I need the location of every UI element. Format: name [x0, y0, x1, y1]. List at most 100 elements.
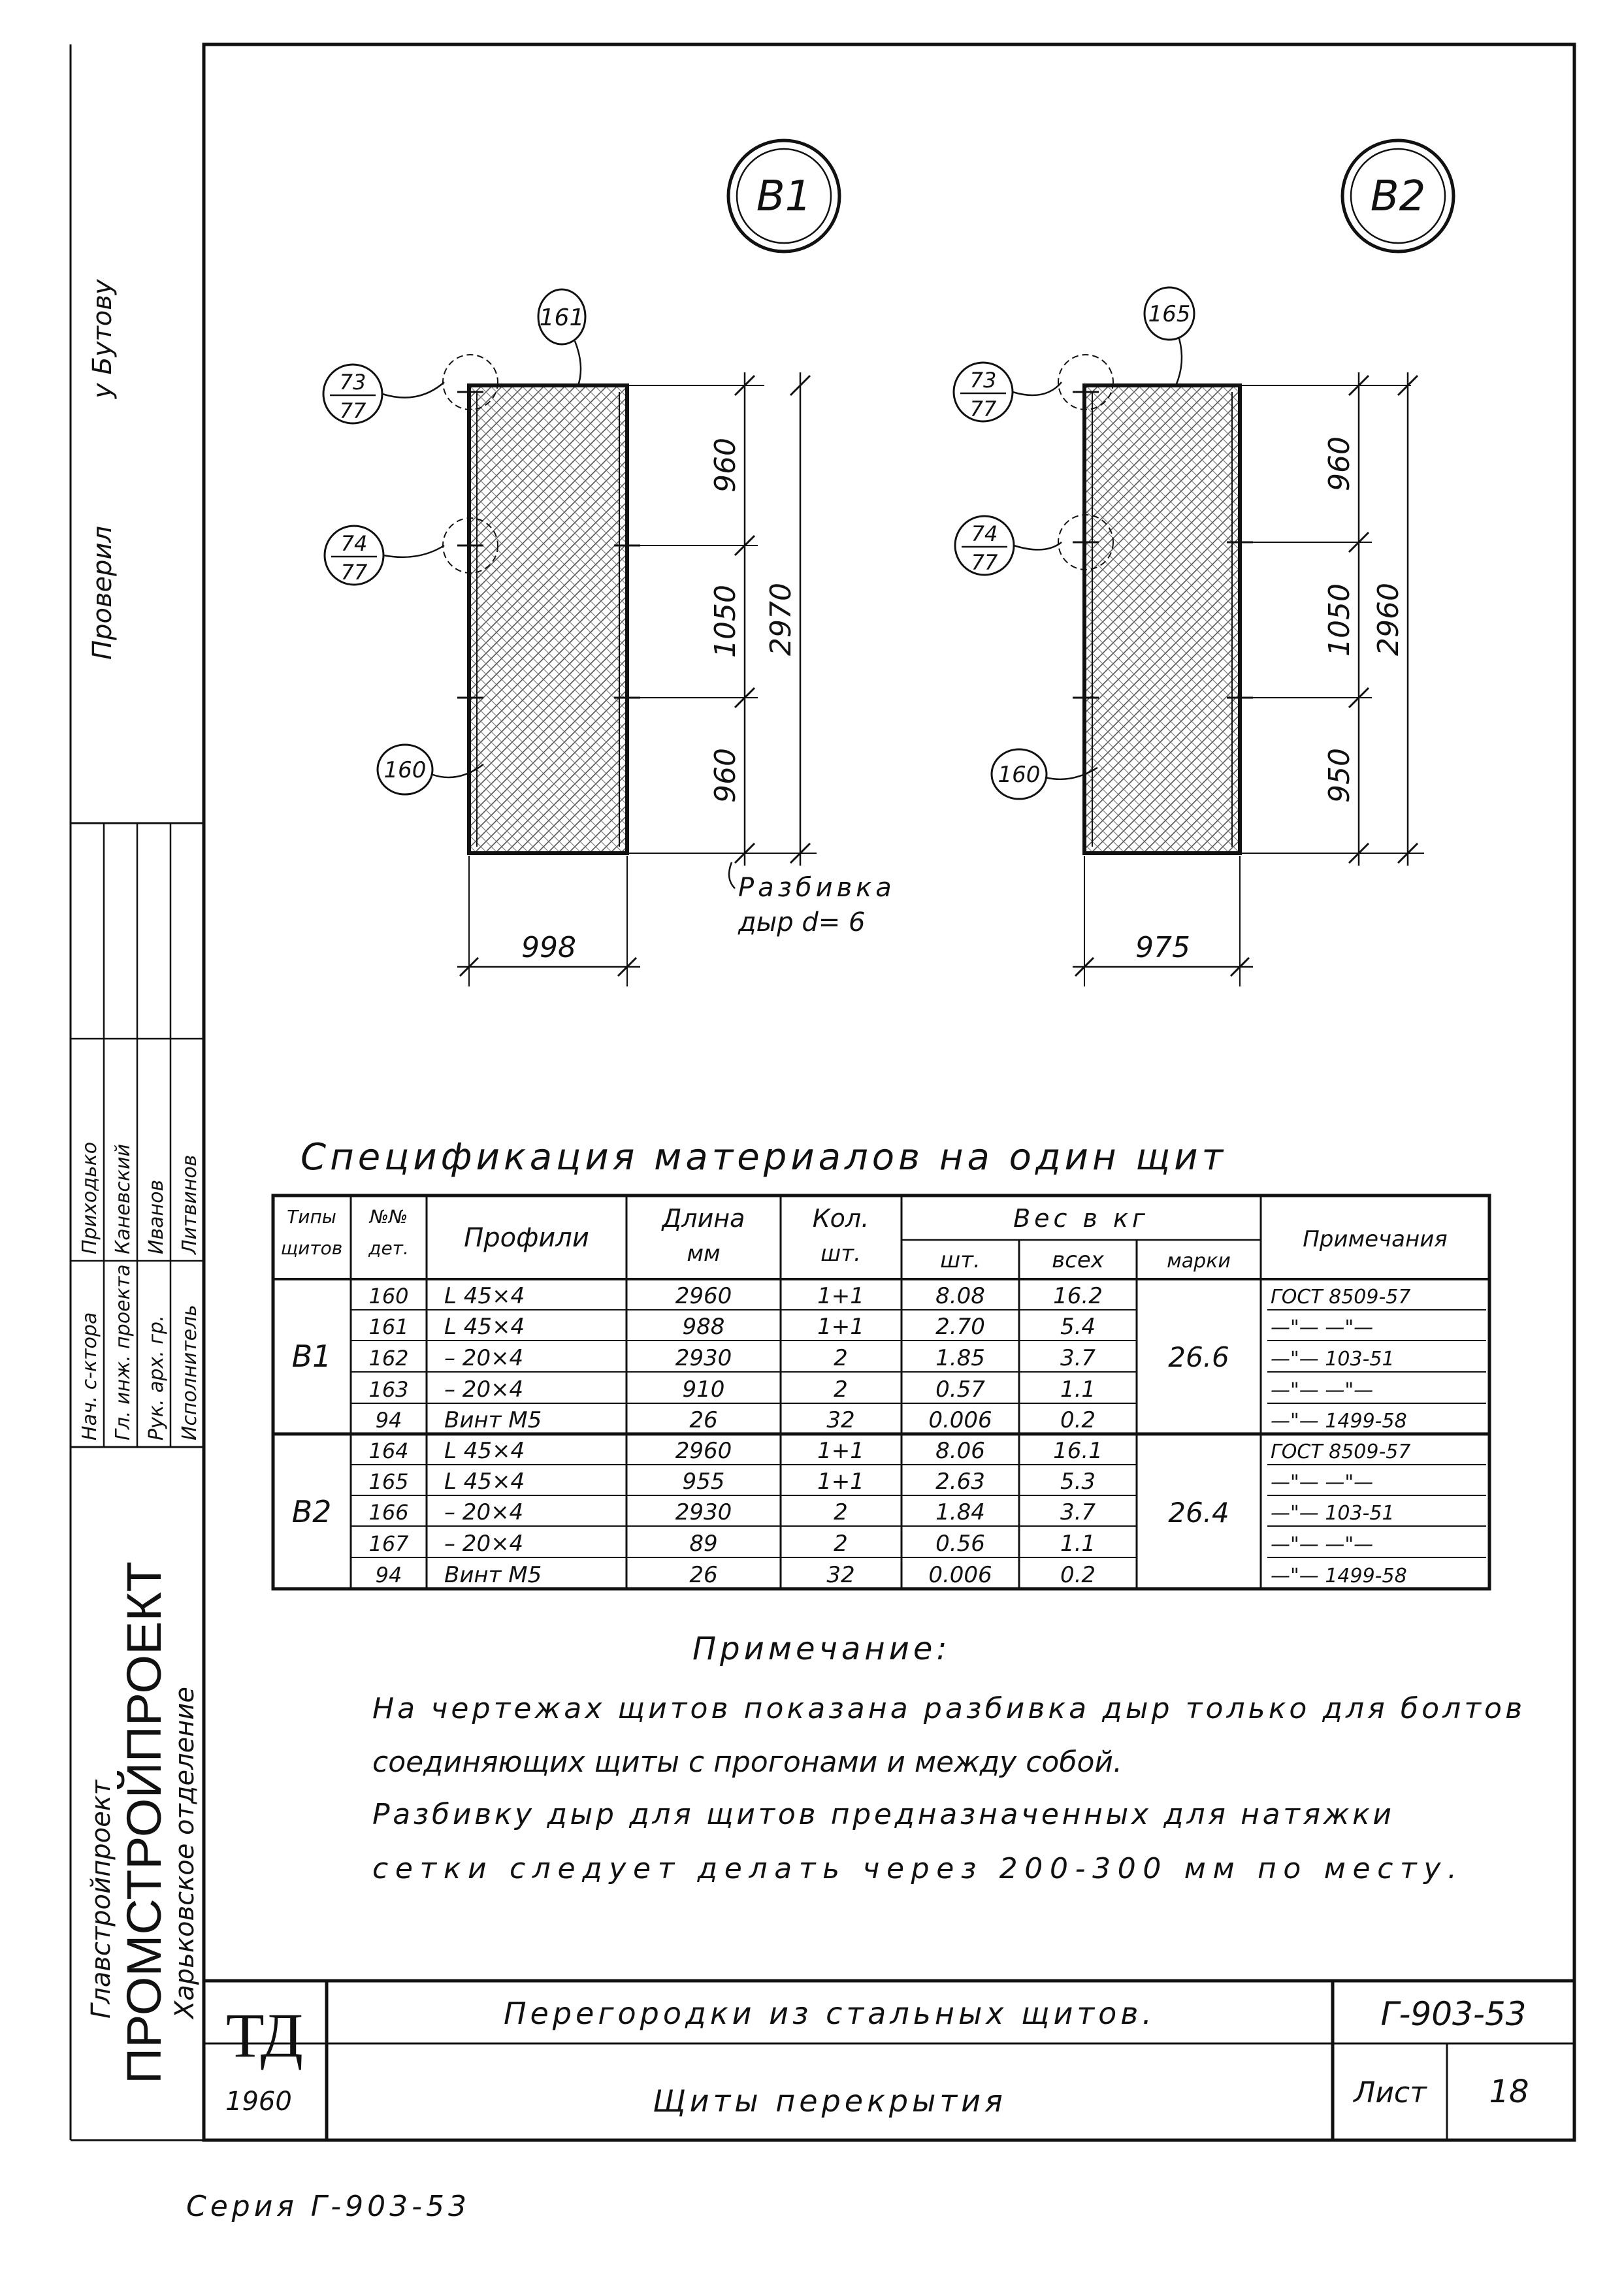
- node-callout-b1-middle-num: 74: [341, 531, 368, 556]
- header-weight-mark: марки: [1167, 1250, 1231, 1273]
- cell-b1-r1-wall: 16.2: [1053, 1283, 1103, 1309]
- cell-b1-r1-qty: 1+1: [817, 1283, 864, 1309]
- part-callout-161: 161: [540, 304, 585, 331]
- node-callout-b2-upper-num: 73: [970, 368, 997, 393]
- header-type-2: щитов: [281, 1237, 343, 1259]
- header-weight: Вес в кг: [1013, 1204, 1149, 1233]
- signature-role-3: Рук. арх. гр.: [145, 1315, 168, 1440]
- cell-b2-r4-profile: – 20×4: [444, 1531, 523, 1557]
- cell-b1-r3-profile: – 20×4: [444, 1345, 523, 1371]
- dim-b2-width: 975: [1135, 931, 1190, 964]
- node-callout-b2-middle-num: 74: [971, 521, 998, 546]
- cell-b1-r5-profile: Винт М5: [444, 1407, 542, 1433]
- cell-b1-r3-length: 2930: [675, 1345, 732, 1371]
- cell-b2-r5-profile: Винт М5: [444, 1562, 542, 1588]
- cell-b1-r4-wpiece: 0.57: [935, 1376, 985, 1403]
- group-type-b2: В2: [292, 1494, 332, 1529]
- cell-b2-r1-wall: 16.1: [1053, 1438, 1103, 1464]
- header-weight-piece: шт.: [940, 1247, 981, 1273]
- panel-drawing-b2: В2 165 73 77 74 77 160: [952, 138, 1455, 986]
- cell-b2-r2-qty: 1+1: [817, 1469, 864, 1495]
- header-length-2: мм: [687, 1241, 720, 1267]
- header-qty-2: шт.: [820, 1241, 861, 1267]
- dim-b1-width: 998: [521, 931, 576, 964]
- cell-b2-r5-length: 26: [689, 1562, 717, 1588]
- title-block: ТД 1960 Перегородки из стальных щитов. Щ…: [204, 1979, 1574, 2140]
- ministry-name: Главстройпроект: [86, 1779, 116, 2019]
- cell-b1-r2-qty: 1+1: [817, 1314, 864, 1340]
- dim-b2-total: 2960: [1372, 583, 1405, 656]
- note-line-4: сетки следует делать через 200-300 мм по…: [372, 1852, 1457, 1885]
- cell-b1-r5-length: 26: [689, 1407, 717, 1433]
- cell-b1-r4-profile: – 20×4: [444, 1376, 523, 1403]
- part-callout-160-b1: 160: [384, 757, 427, 783]
- approval-stamp: Нач. с-ктора Приходько Гл. инж. проекта …: [69, 822, 205, 1448]
- note-line-3: Разбивку дыр для щитов предназначенных д…: [372, 1798, 1391, 1831]
- cell-b2-r1-no: 164: [368, 1439, 408, 1463]
- cell-b2-r2-wpiece: 2.63: [935, 1469, 985, 1495]
- panel-mark-b2: В2: [1371, 172, 1426, 221]
- header-weight-all: всех: [1052, 1247, 1105, 1273]
- cell-b2-r2-no: 165: [368, 1469, 408, 1494]
- dim-b1-middle: 1050: [709, 585, 742, 658]
- header-type-1: Типы: [287, 1206, 336, 1228]
- cell-b1-r5-wall: 0.2: [1060, 1407, 1096, 1433]
- cell-b1-r2-wall: 5.4: [1060, 1314, 1096, 1340]
- cell-b2-r2-profile: L 45×4: [444, 1469, 525, 1495]
- signature-name-3: Иванов: [145, 1180, 168, 1254]
- spec-title: Спецификация материалов на один щит: [300, 1136, 1227, 1179]
- cell-b1-r4-length: 910: [683, 1376, 725, 1403]
- dim-b2-bottom: 950: [1323, 748, 1356, 803]
- cell-b1-r3-no: 162: [368, 1346, 408, 1371]
- cell-b2-r2-note: —"— —"—: [1271, 1471, 1373, 1494]
- cell-b2-r3-no: 166: [368, 1500, 408, 1525]
- node-callout-b1-upper-num: 73: [340, 370, 366, 395]
- cell-b1-r1-profile: L 45×4: [444, 1283, 525, 1309]
- dim-b1-top: 960: [709, 438, 742, 493]
- cell-b1-r2-note: —"— —"—: [1271, 1316, 1373, 1339]
- series-label: Серия Г-903-53: [186, 2190, 470, 2223]
- cell-b2-r3-qty: 2: [834, 1499, 848, 1525]
- checked-label: Проверил: [88, 526, 118, 660]
- cell-b1-r2-profile: L 45×4: [444, 1314, 525, 1340]
- cell-b2-r4-no: 167: [368, 1531, 409, 1556]
- cell-b2-r2-wall: 5.3: [1060, 1469, 1096, 1495]
- cell-b1-r3-note: —"— 103-51: [1271, 1348, 1395, 1371]
- cell-b2-r2-length: 955: [683, 1469, 725, 1495]
- dim-b1-total: 2970: [764, 583, 798, 656]
- cell-b2-r5-qty: 32: [826, 1562, 854, 1588]
- cell-b1-r4-wall: 1.1: [1060, 1376, 1096, 1403]
- node-callout-b1-upper-den: 77: [340, 399, 366, 423]
- header-profile: Профили: [464, 1223, 589, 1253]
- cell-b1-r3-wall: 3.7: [1060, 1345, 1096, 1371]
- checked-addressee: у Бутову: [88, 278, 118, 399]
- dim-b2-middle: 1050: [1323, 583, 1356, 657]
- cell-b2-r4-qty: 2: [834, 1531, 848, 1557]
- signature-role-4: Исполнитель: [178, 1305, 201, 1440]
- node-callout-b1-middle-den: 77: [341, 560, 368, 585]
- node-callout-b2-middle-den: 77: [971, 550, 998, 575]
- dim-b2-top: 960: [1323, 436, 1356, 491]
- group-mark-weight-b2: 26.4: [1168, 1497, 1229, 1529]
- group-mark-weight-b1: 26.6: [1168, 1341, 1229, 1373]
- part-callout-160-b2: 160: [998, 762, 1041, 788]
- cell-b1-r4-note: —"— —"—: [1271, 1379, 1373, 1402]
- spec-table: Типы щитов №№ дет. Профили Длина мм Кол.…: [271, 1194, 1491, 1591]
- cell-b1-r2-wpiece: 2.70: [935, 1314, 985, 1340]
- group-type-b1: В1: [292, 1339, 332, 1374]
- drawing-code: Г-903-53: [1381, 1995, 1527, 2033]
- drawing-title: Перегородки из стальных щитов.: [504, 1996, 1156, 2031]
- panel-mark-b1: В1: [756, 172, 812, 221]
- cell-b2-r1-note: ГОСТ 8509-57: [1271, 1440, 1410, 1463]
- cell-b1-r5-note: —"— 1499-58: [1271, 1410, 1407, 1433]
- drawing-subtitle: Щиты перекрытия: [653, 2083, 1007, 2119]
- cell-b1-r5-qty: 32: [826, 1407, 854, 1433]
- cell-b1-r5-wpiece: 0.006: [928, 1407, 992, 1433]
- cell-b2-r3-wpiece: 1.84: [935, 1499, 985, 1525]
- cell-b1-r2-length: 988: [683, 1314, 725, 1340]
- cell-b1-r1-wpiece: 8.08: [935, 1283, 985, 1309]
- sheet-number: 18: [1489, 2074, 1529, 2110]
- cell-b2-r5-wpiece: 0.006: [928, 1562, 992, 1588]
- cell-b2-r3-length: 2930: [675, 1499, 732, 1525]
- branch-name: Харьковское отделение: [170, 1687, 200, 2020]
